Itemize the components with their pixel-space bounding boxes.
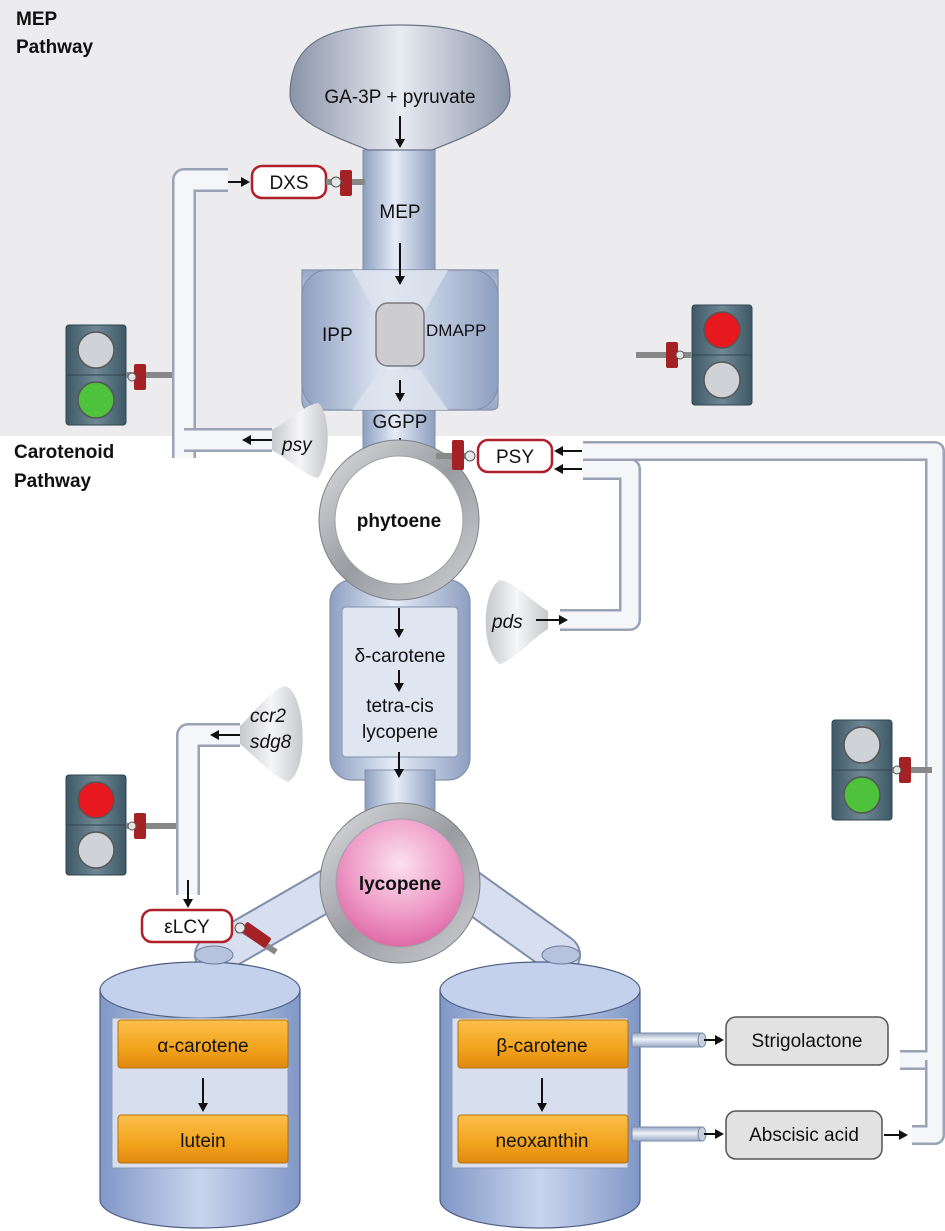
lutein-box (117, 1114, 289, 1164)
traffic-light-pds (691, 304, 753, 406)
lycopene-sphere (335, 818, 465, 948)
traffic-light-mep-valve (134, 364, 146, 390)
strigolactone-box (725, 1016, 889, 1066)
neoxanthin-label: neoxanthin (496, 1131, 589, 1152)
dxs-valve-knob (330, 176, 342, 188)
traffic-light-mep-bottom (77, 381, 115, 419)
psy-gene-cone (272, 403, 328, 478)
alpha-carotene-box (117, 1019, 289, 1069)
beta-carotene-label: β-carotene (496, 1036, 587, 1057)
tetra-cis-label-line1: tetra-cis (366, 696, 434, 717)
elcy-enzyme-box (140, 908, 234, 944)
traffic-light-ccr2-bottom (77, 831, 115, 869)
neoxanthin-box (457, 1114, 629, 1164)
psy-feedback-pipe (174, 170, 228, 458)
psy-valve-handle (452, 440, 464, 470)
traffic-light-ccr2-knob (127, 821, 137, 831)
traffic-light-mep (65, 324, 127, 426)
dxs-valve-handle (340, 170, 352, 196)
traffic-light-aba-knob (892, 765, 902, 775)
aba-return-pipe (912, 1060, 943, 1143)
elcy-label: εLCY (164, 917, 210, 938)
alpha-pipe-end (194, 945, 234, 965)
ccr2-gene-label: ccr2 (250, 706, 286, 727)
mep-pathway-label-line2: Pathway (16, 37, 94, 58)
traffic-light-ccr2 (65, 774, 127, 876)
aba-output-pipe (631, 1126, 703, 1142)
mep-pathway-label-line1: MEP (16, 9, 58, 30)
traffic-light-ccr2-valve (134, 813, 146, 839)
strigolactone-label: Strigolactone (752, 1031, 863, 1052)
traffic-light-pds-bottom (703, 361, 741, 399)
psy-enzyme-label: PSY (496, 447, 534, 468)
carotenoid-pathway-label-line1: Carotenoid (14, 442, 114, 463)
ggpp-label: GGPP (373, 412, 428, 433)
phytoene-label: phytoene (357, 511, 441, 532)
elcy-valve-knob (234, 922, 246, 934)
traffic-light-pds-knob (675, 350, 685, 360)
psy-valve-knob (464, 450, 476, 462)
beta-carotene-box (457, 1019, 629, 1069)
tetra-cis-label-line2: lycopene (362, 722, 438, 743)
pds-feedback-pipe (560, 460, 639, 629)
chamber-top-cone (352, 270, 448, 320)
ccr2-feedback-pipe (178, 725, 240, 895)
elcy-valve-handle (241, 922, 271, 948)
abscisic-acid-box (725, 1110, 883, 1160)
lycopene-label: lycopene (359, 874, 441, 895)
dxs-label: DXS (269, 173, 308, 194)
funnel-label: GA-3P + pyruvate (324, 87, 475, 108)
ccr2-gene-cone (240, 686, 303, 782)
traffic-light-aba (831, 719, 893, 821)
traffic-light-pds-valve (666, 342, 678, 368)
pds-gene-label: pds (491, 612, 523, 633)
delta-carotene-label: δ-carotene (355, 646, 446, 667)
sdg8-gene-label: sdg8 (250, 732, 292, 753)
strigolactone-output-pipe (631, 1032, 703, 1048)
traffic-light-aba-bottom (843, 776, 881, 814)
traffic-light-ccr2-top (77, 781, 115, 819)
traffic-light-aba-top (843, 726, 881, 764)
traffic-light-mep-top (77, 331, 115, 369)
pds-feedback-pipe-outline (560, 458, 641, 631)
alpha-carotene-label: α-carotene (157, 1036, 248, 1057)
psy-gene-label: psy (281, 435, 313, 456)
lutein-label: lutein (180, 1131, 225, 1152)
aba-feedback-pipe (583, 443, 943, 1068)
abscisic-acid-label: Abscisic acid (749, 1125, 859, 1146)
traffic-light-aba-valve (899, 757, 911, 783)
beta-pipe-end (541, 945, 581, 965)
input-funnel (289, 24, 511, 151)
phytoene-sphere (334, 455, 464, 585)
ipp-dmapp-isomerase (375, 302, 425, 367)
psy-enzyme-box (476, 438, 554, 474)
carotenoid-pathway-label-line2: Pathway (14, 471, 92, 492)
traffic-light-mep-knob (127, 372, 137, 382)
pds-gene-cone (485, 580, 548, 664)
mep-label: MEP (379, 202, 420, 223)
traffic-light-pds-top (703, 311, 741, 349)
dmapp-label: DMAPP (426, 321, 486, 340)
ipp-label: IPP (322, 325, 353, 346)
